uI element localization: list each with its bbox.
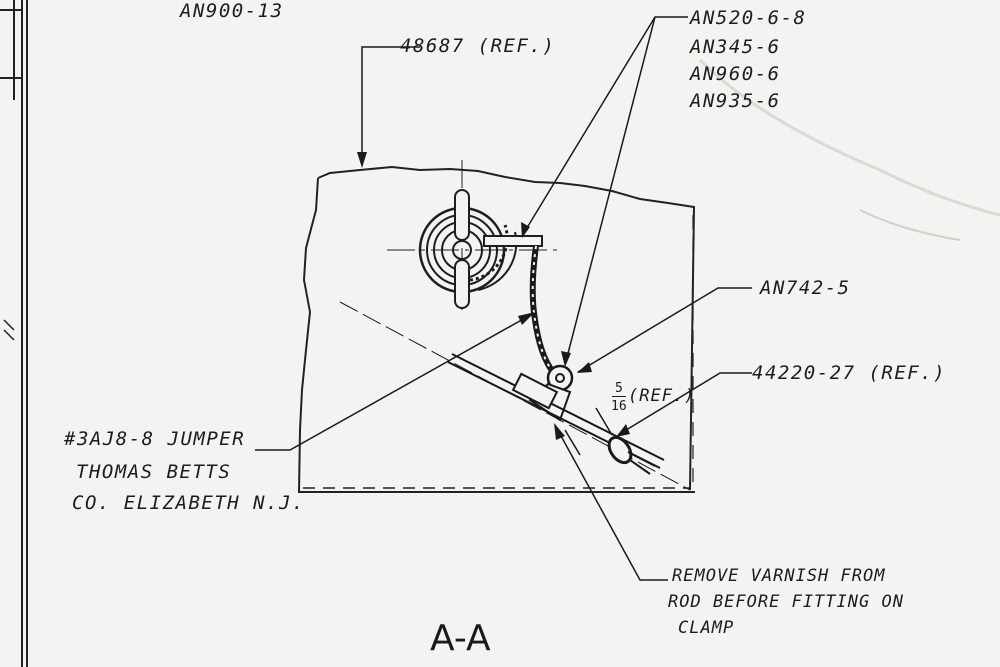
note-line: CLAMP [678,618,735,638]
rod [339,301,691,491]
paper-fold [859,209,961,241]
rod-reference-label: 44220-27 (REF.) [752,362,947,384]
top-part-label: AN900-13 [180,0,284,22]
jumper-label-line: THOMAS BETTS [76,461,232,483]
panel-reference-label: 48687 (REF.) [400,35,556,57]
leader-arrows [357,152,630,440]
section-view-label: A-A [430,618,491,659]
clamp-part-label: AN742-5 [760,277,851,299]
dimension-numerator: 5 [615,381,623,396]
jumper-wire [529,245,556,374]
panel-outline [297,165,696,493]
left-border [0,0,28,667]
hardware-part-label: AN520-6-8 [690,7,807,29]
note-line: ROD BEFORE FITTING ON [668,592,904,612]
note-line: REMOVE VARNISH FROM [672,566,886,586]
fraction-bar [612,396,626,397]
paper-fold [698,58,1000,217]
leader-lines [255,16,752,581]
instrument-fitting [418,189,518,309]
dimension-suffix: (REF.) [628,386,696,406]
hardware-part-label: AN935-6 [690,90,781,112]
hardware-part-label: AN345-6 [690,36,781,58]
dimension-denominator: 16 [611,399,627,414]
hardware-part-label: AN960-6 [690,63,781,85]
terminal-bracket [483,235,543,247]
jumper-label-line: CO. ELIZABETH N.J. [72,492,305,514]
jumper-label-line: #3AJ8-8 JUMPER [64,428,246,450]
